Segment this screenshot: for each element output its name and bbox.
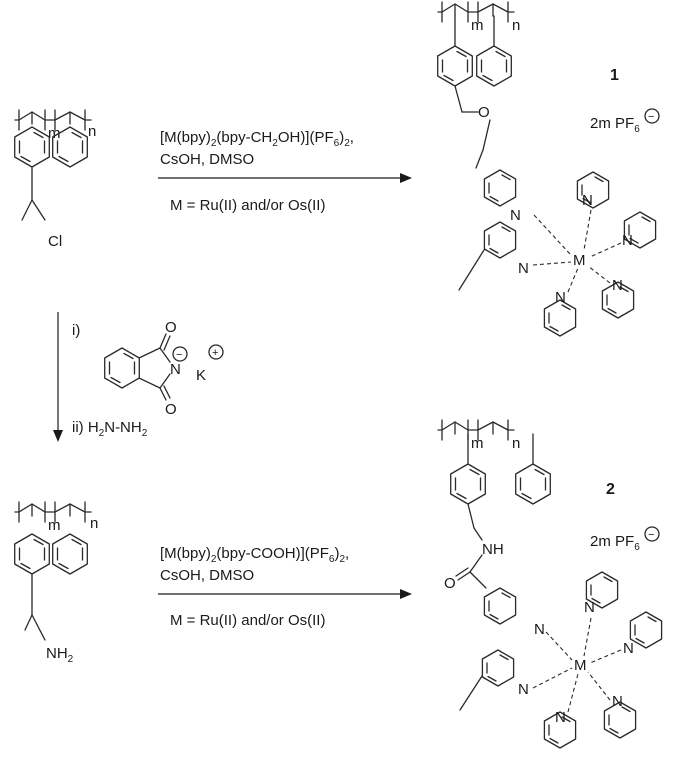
pyridine-n: N [518,681,529,698]
repeat-m: m [48,517,61,534]
plus-charge-icon [208,344,224,360]
metal-note-1: M = Ru(II) and/or Os(II) [170,197,325,214]
imide-n: N [170,361,181,378]
amide-nh: NH [482,541,504,558]
polymer-chloromethyl: m n Cl [14,109,96,250]
potassium-phthalimide: O O N − K + [104,319,224,418]
reagent-1: [M(bpy)2(bpy-CH2OH)](PF6)2, [160,129,354,149]
repeat-m: m [471,17,484,34]
repeat-m: m [48,125,61,142]
product-2-structure: m n NH O N N N N N N M 2 2m PF [437,419,663,749]
bpy-n: N [612,277,623,294]
base-solvent-3: CsOH, DMSO [160,567,254,584]
reaction-arrow-2: i) ii) H2N-NH2 O O N − K + [53,312,224,442]
bpy-n: N [622,232,633,249]
pyridine-n: N [518,260,529,277]
bpy-n: N [555,289,566,306]
ether-oxygen: O [478,104,490,121]
counterion-2: 2m PF6 [590,533,640,553]
reagent-3: [M(bpy)2(bpy-COOH)](PF6)2, [160,545,349,565]
minus-charge-icon [172,346,188,362]
compound-number-2: 2 [606,481,615,498]
amine-group: NH2 [46,645,74,665]
anion-charge: − [648,111,654,123]
repeat-n: n [512,17,520,34]
repeat-m: m [471,435,484,452]
bpy-n: N [623,640,634,657]
counterion-1: 2m PF6 [590,115,640,135]
metal-center: M [574,657,587,674]
bpy-n: N [584,599,595,616]
repeat-n: n [90,515,98,532]
anion-charge-icon [644,526,660,542]
pyridine-n: N [510,207,521,224]
repeat-n: n [88,123,96,140]
step-i: i) [72,322,80,339]
potassium: K [196,367,206,384]
anion-charge: − [648,529,654,541]
anion-charge-icon [644,108,660,124]
bpy-n: N [555,709,566,726]
carbonyl-o: O [165,401,177,418]
repeat-n: n [512,435,520,452]
pyridine-n: N [534,621,545,638]
step-ii: ii) H2N-NH2 [72,419,148,439]
base-solvent-1: CsOH, DMSO [160,151,254,168]
product-1-structure: m n O N N N N N N M 1 2m PF6 − [437,1,660,337]
minus-charge: − [176,349,182,361]
bpy-n: N [612,693,623,710]
chlorine-atom: Cl [48,233,62,250]
reaction-arrow-1: [M(bpy)2(bpy-CH2OH)](PF6)2, CsOH, DMSO M… [158,129,412,214]
compound-number-1: 1 [610,67,619,84]
plus-charge: + [212,347,218,359]
reaction-arrow-3: [M(bpy)2(bpy-COOH)](PF6)2, CsOH, DMSO M … [158,545,412,629]
polymer-aminomethyl: m n NH2 [14,501,98,665]
metal-note-3: M = Ru(II) and/or Os(II) [170,612,325,629]
amide-o: O [444,575,456,592]
carbonyl-o: O [165,319,177,336]
bpy-n: N [582,192,593,209]
metal-center: M [573,252,586,269]
